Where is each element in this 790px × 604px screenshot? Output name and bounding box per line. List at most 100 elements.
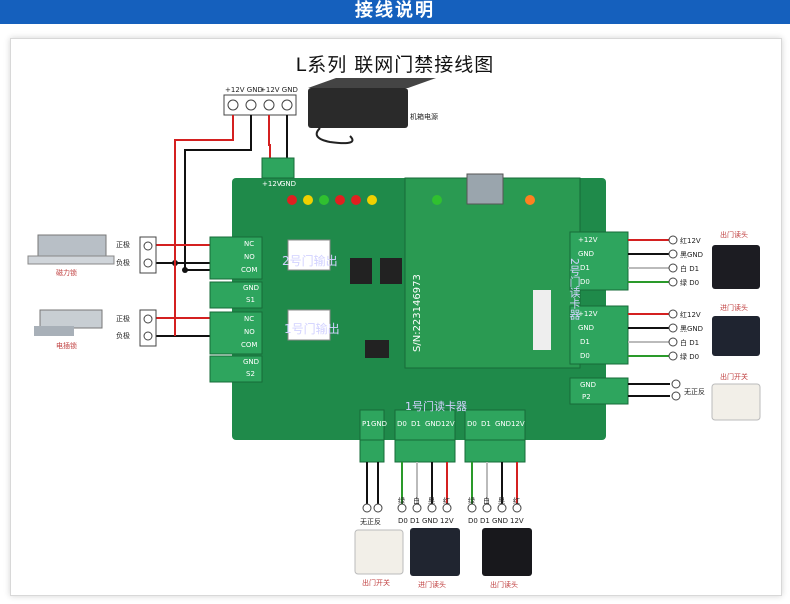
relay-2 xyxy=(287,239,331,271)
reader-bottom-a-image xyxy=(410,528,460,576)
bottom-b-pin-gnd: GND xyxy=(492,517,509,525)
bolt-minus: 负极 xyxy=(116,332,130,340)
bottom-b-12v: 12V xyxy=(511,420,525,428)
reader-rt-caption: 出门读头 xyxy=(720,231,748,239)
exit-button-right-image xyxy=(711,383,761,421)
page-header: 接线说明 xyxy=(0,0,790,24)
power-terminal-label-a: +12V GND xyxy=(225,86,263,94)
button-bottom-s2: S2 xyxy=(246,370,255,378)
bottom-a-color-1: 绿 xyxy=(398,497,405,505)
relay-bottom-com: COM xyxy=(241,341,258,349)
reader-rb-wire-2: 黑GND xyxy=(680,325,704,333)
reader-bottom-b-image xyxy=(482,528,532,576)
right-bottom-d0: D0 xyxy=(580,352,590,360)
power-supply-label: 机箱电源 xyxy=(410,113,438,121)
reader-rb-wire-3: 白 D1 xyxy=(680,339,700,347)
bottom-a-d0: D0 xyxy=(397,420,407,428)
button-top-gnd: GND xyxy=(243,284,260,292)
button-bottom-gnd: GND xyxy=(243,358,260,366)
bottom-b-color-1: 绿 xyxy=(468,497,475,505)
power-supply-box xyxy=(308,88,408,128)
relay-1 xyxy=(287,309,331,341)
right-top-d1: D1 xyxy=(580,264,590,272)
reader-rb-caption: 进门读头 xyxy=(720,304,748,312)
reader-right-top-image xyxy=(712,245,760,289)
bottom-a-color-3: 黑 xyxy=(428,497,435,505)
bottom-a-pin-d0: D0 xyxy=(398,517,408,525)
reader-rt-wire-2: 黑GND xyxy=(680,251,704,259)
right-top-gnd: GND xyxy=(578,250,595,258)
reader-rt-wire-1: 红12V xyxy=(680,237,701,245)
right-button-p2: P2 xyxy=(582,393,591,401)
bottom-b-pin-12v: 12V xyxy=(510,517,524,525)
led-red-3 xyxy=(351,195,361,205)
output1-label: 1号门输出 xyxy=(284,322,340,336)
bottom-b-color-2: 白 xyxy=(483,497,490,505)
bottom-b-color-4: 红 xyxy=(513,497,520,505)
right-bottom-12v: +12V xyxy=(578,310,598,318)
right-reader-vertical-label: 2号门读卡器 xyxy=(568,258,581,320)
ethernet-port xyxy=(466,173,504,205)
relay-bottom-no: NO xyxy=(244,328,255,336)
led-yellow-1 xyxy=(303,195,313,205)
right-top-12v: +12V xyxy=(578,236,598,244)
bottom-a-d1: D1 xyxy=(411,420,421,428)
exit-right-label: 无正反 xyxy=(684,388,705,396)
bolt-caption: 电插锁 xyxy=(56,342,77,350)
right-button-gnd: GND xyxy=(580,381,597,389)
bolt-plus: 正极 xyxy=(116,315,130,323)
power-terminal-label-b: +12V GND xyxy=(260,86,298,94)
bottom-a-color-2: 白 xyxy=(413,497,420,505)
maglock-minus: 负极 xyxy=(116,259,130,267)
right-bottom-d1: D1 xyxy=(580,338,590,346)
diagram-title: L系列 联网门禁接线图 xyxy=(295,54,495,76)
bottom-a-pin-gnd: GND xyxy=(422,517,439,525)
led-yellow-2 xyxy=(367,195,377,205)
exit-bottom-label: 无正反 xyxy=(360,518,381,526)
reader-rb-wire-1: 红12V xyxy=(680,311,701,319)
bottom-b-gnd: GND xyxy=(495,420,512,428)
board-power-12v: +12V xyxy=(262,180,282,188)
bottom-b-color-3: 黑 xyxy=(498,497,505,505)
reader-right-bottom-image xyxy=(712,316,760,356)
right-bottom-gnd: GND xyxy=(578,324,595,332)
bottom-p1-gnd: GND xyxy=(371,420,388,428)
bottom-p1: P1 xyxy=(362,420,371,428)
magnetic-lock-image xyxy=(37,234,107,258)
power-terminal xyxy=(223,94,297,116)
led-orange-module xyxy=(525,195,535,205)
exit-button-bottom-image xyxy=(354,529,404,575)
bottom-a-pin-12v: 12V xyxy=(440,517,454,525)
exit-bottom-caption: 出门开关 xyxy=(362,579,390,587)
output2-label: 2号门输出 xyxy=(282,254,338,268)
relay-top-com: COM xyxy=(241,266,258,274)
bottom-a-gnd: GND xyxy=(425,420,442,428)
relay-top-nc: NC xyxy=(244,240,255,248)
reader-rt-wire-4: 绿 D0 xyxy=(680,279,700,287)
bottom-b-d1: D1 xyxy=(481,420,491,428)
bottom-a-color-4: 红 xyxy=(443,497,450,505)
reader-bottom-a-caption: 进门读头 xyxy=(418,581,446,589)
button-top-s1: S1 xyxy=(246,296,255,304)
led-red-2 xyxy=(335,195,345,205)
right-top-d0: D0 xyxy=(580,278,590,286)
exit-right-caption: 出门开关 xyxy=(720,373,748,381)
bottom-b-pin-d1: D1 xyxy=(480,517,490,525)
electric-bolt-image xyxy=(39,309,103,329)
bottom-b-pin-d0: D0 xyxy=(468,517,478,525)
reader-bottom-b-caption: 出门读头 xyxy=(490,581,518,589)
reader-rt-wire-3: 白 D1 xyxy=(680,265,700,273)
bottom-b-d0: D0 xyxy=(467,420,477,428)
led-green-module xyxy=(432,195,442,205)
relay-bottom-nc: NC xyxy=(244,315,255,323)
module-sn-label: S/N:223146973 xyxy=(412,274,423,352)
board-power-gnd: GND xyxy=(280,180,297,188)
led-green-1 xyxy=(319,195,329,205)
bottom-a-pin-d1: D1 xyxy=(410,517,420,525)
bottom-a-12v: 12V xyxy=(441,420,455,428)
network-module xyxy=(404,177,581,369)
relay-top-no: NO xyxy=(244,253,255,261)
maglock-caption: 磁力锁 xyxy=(56,269,77,277)
maglock-plus: 正极 xyxy=(116,241,130,249)
